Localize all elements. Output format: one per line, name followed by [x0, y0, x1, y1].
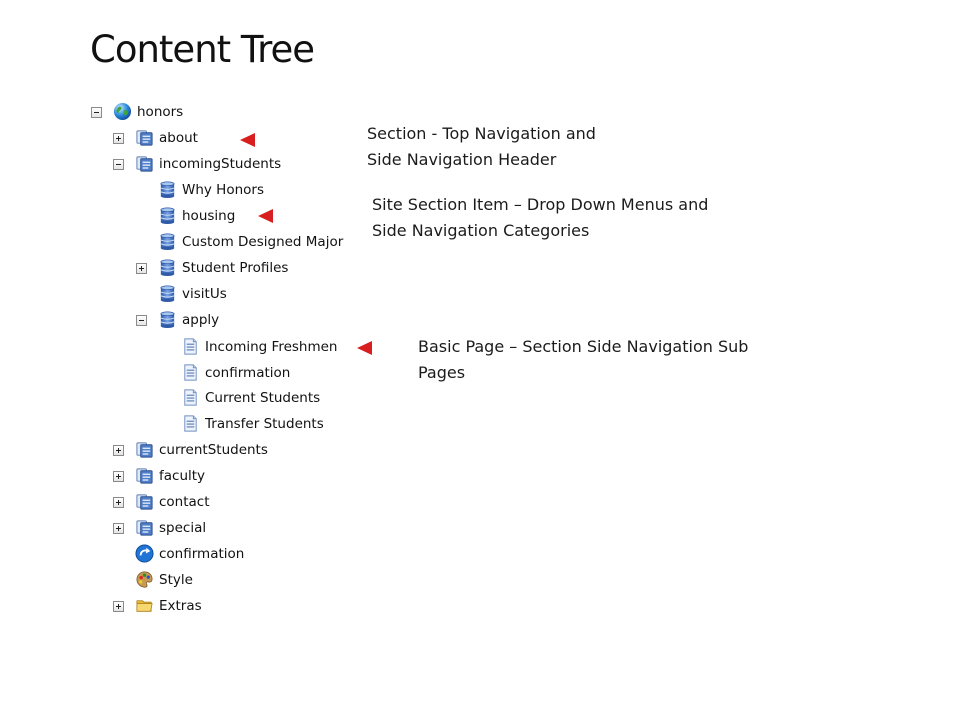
arrow-to-housing [258, 209, 337, 223]
tree-node-label[interactable]: confirmation [205, 365, 291, 381]
expand-toggle-icon[interactable] [113, 523, 124, 534]
tree-node-label[interactable]: faculty [159, 468, 206, 484]
page-icon [181, 388, 200, 407]
tree-node-label[interactable]: about [159, 130, 198, 146]
expand-toggle-icon[interactable] [113, 445, 124, 456]
palette-icon [135, 570, 154, 589]
redirect-icon [135, 544, 154, 563]
expand-toggle-icon[interactable] [113, 497, 124, 508]
section-icon [135, 154, 154, 173]
tree-node-label[interactable]: Why Honors [182, 182, 264, 198]
section-icon [135, 440, 154, 459]
database-icon [158, 206, 177, 225]
annotation-site-section-item-line-1: Site Section Item – Drop Down Menus and [372, 195, 709, 214]
database-icon [158, 258, 177, 277]
expand-toggle-icon[interactable] [113, 601, 124, 612]
annotation-site-section-item-line-2: Side Navigation Categories [372, 221, 590, 240]
collapse-toggle-icon[interactable] [91, 107, 102, 118]
tree-node-label[interactable]: Current Students [205, 390, 321, 406]
page-icon [181, 414, 200, 433]
tree-node-label[interactable]: housing [182, 208, 236, 224]
tree-node-label[interactable]: Extras [159, 598, 202, 614]
section-icon [135, 466, 154, 485]
tree-node-label[interactable]: currentStudents [159, 442, 268, 458]
annotation-basic-page-line-2: Pages [418, 363, 466, 382]
annotation-section-line-2: Side Navigation Header [367, 150, 557, 169]
expand-toggle-icon[interactable] [113, 471, 124, 482]
tree-node-label[interactable]: apply [182, 312, 220, 328]
annotation-basic-page: Basic Page – Section Side Navigation Sub… [418, 334, 748, 386]
tree-node-label[interactable]: contact [159, 494, 210, 510]
tree-node-label[interactable]: Incoming Freshmen [205, 339, 338, 355]
annotation-section-line-1: Section - Top Navigation and [367, 124, 596, 143]
tree-node-label[interactable]: Student Profiles [182, 260, 289, 276]
tree-node-label[interactable]: incomingStudents [159, 156, 282, 172]
database-icon [158, 284, 177, 303]
database-icon [158, 232, 177, 251]
annotation-section: Section - Top Navigation and Side Naviga… [367, 121, 596, 173]
page-icon [181, 363, 200, 382]
tree-node-label[interactable]: Style [159, 572, 193, 588]
tree-node-label[interactable]: Custom Designed Major [182, 234, 344, 250]
annotation-site-section-item: Site Section Item – Drop Down Menus and … [372, 192, 708, 244]
page-icon [181, 337, 200, 356]
tree-node-label[interactable]: honors [137, 104, 184, 120]
database-icon [158, 310, 177, 329]
tree-node-label[interactable]: visitUs [182, 286, 227, 302]
arrow-to-incoming-freshmen [357, 341, 398, 355]
section-icon [135, 128, 154, 147]
section-icon [135, 492, 154, 511]
folder-icon [135, 596, 154, 615]
collapse-toggle-icon[interactable] [136, 315, 147, 326]
collapse-toggle-icon[interactable] [113, 159, 124, 170]
database-icon [158, 180, 177, 199]
annotation-basic-page-line-1: Basic Page – Section Side Navigation Sub [418, 337, 749, 356]
expand-toggle-icon[interactable] [136, 263, 147, 274]
tree-node-label[interactable]: Transfer Students [205, 416, 324, 432]
tree-node-label[interactable]: confirmation [159, 546, 245, 562]
globe-icon [113, 102, 132, 121]
expand-toggle-icon[interactable] [113, 133, 124, 144]
arrow-to-about [240, 133, 330, 147]
slide-title: Content Tree [90, 28, 315, 71]
section-icon [135, 518, 154, 537]
tree-node-label[interactable]: special [159, 520, 207, 536]
